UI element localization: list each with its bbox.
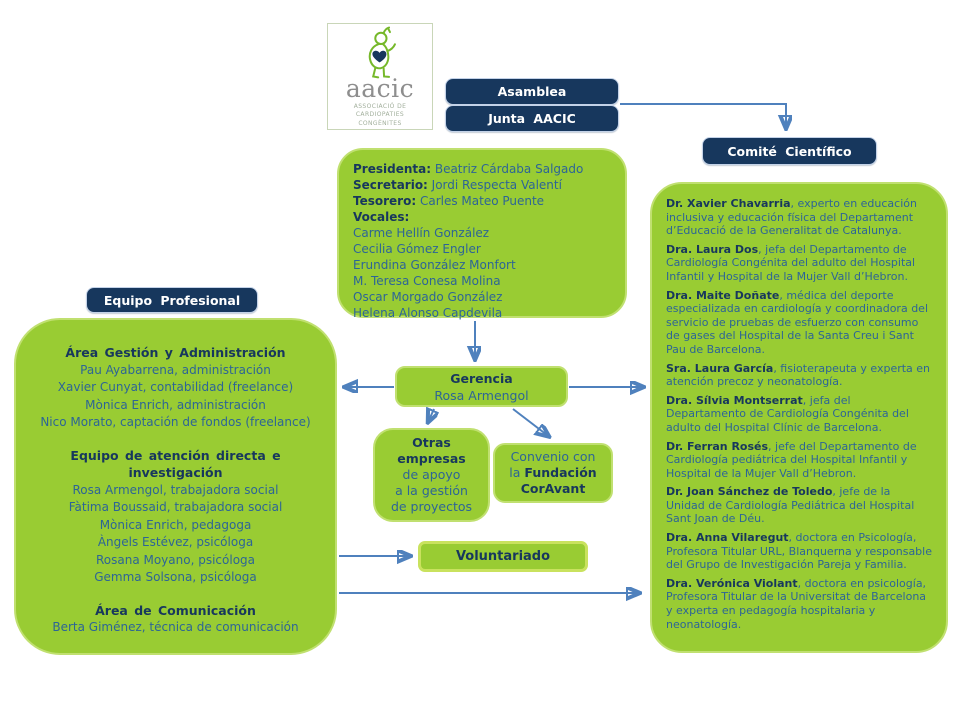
node-comite-cientifico-header: Comité Científico <box>702 137 877 165</box>
node-equipo-profesional-header: Equipo Profesional <box>86 287 258 313</box>
role-label: Tesorero: <box>353 194 417 208</box>
convenio-line: Convenio con <box>510 449 596 464</box>
person-line: Pau Ayabarrena, administración <box>80 362 271 377</box>
convenio-bold: Fundación <box>524 465 597 480</box>
member-desc: , jefa del Departamento de Cardiología C… <box>666 242 916 283</box>
member-name: Dra. Maite Doñate <box>666 288 780 302</box>
arrow-gerencia-to-convenio <box>512 408 547 435</box>
person-line: Fàtima Boussaid, trabajadora social <box>68 500 283 514</box>
arrow-gerencia-to-otras <box>429 409 434 420</box>
member-name: Dr. Ferran Rosés <box>666 439 769 453</box>
convenio-line: la Fundación <box>495 465 611 481</box>
junta-vocales-label: Vocales: <box>353 209 611 225</box>
person-line: Àngels Estévez, psicóloga <box>97 535 254 549</box>
node-asamblea: Asamblea <box>445 78 619 105</box>
logo-subtitle: ASSOCIACIÓ DE CARDIOPATIES CONGÈNITES <box>353 103 407 127</box>
member-paragraph: Dr. Xavier Chavarria, experto en educaci… <box>666 197 932 238</box>
member-desc: , doctora en psicología, Profesora Titul… <box>666 576 927 631</box>
role-label: Secretario: <box>353 178 428 192</box>
person-line: Gemma Solsona, psicóloga <box>94 570 257 584</box>
member-name: Dra. Sílvia Montserrat <box>666 393 803 407</box>
section-title: Área de Comunicación <box>95 602 256 618</box>
convenio-line: CorAvant <box>495 481 611 497</box>
gerencia-title: Gerencia <box>450 370 513 386</box>
member-name: Dra. Verónica Violant <box>666 576 798 590</box>
member-name: Dr. Joan Sánchez de Toledo <box>666 485 833 499</box>
junta-role-line: Presidenta: Beatriz Cárdaba Salgado <box>353 161 611 177</box>
aacic-logo: aacic ASSOCIACIÓ DE CARDIOPATIES CONGÈNI… <box>327 23 433 130</box>
otras-empresas-box: Otras empresas de apoyo a la gestión de … <box>373 428 490 522</box>
member-paragraph: Dra. Laura Dos, jefa del Departamento de… <box>666 243 932 284</box>
junta-vocal: M. Teresa Conesa Molina <box>353 274 501 288</box>
otras-line: a la gestión <box>395 483 468 498</box>
member-name: Sra. Laura García <box>666 361 774 375</box>
person-line: Berta Giménez, técnica de comunicación <box>52 620 299 634</box>
node-asamblea-label: Asamblea <box>497 84 567 99</box>
junta-vocal: Cecilia Gómez Engler <box>353 242 481 256</box>
equipo-profesional-box: Área Gestión y Administración Pau Ayabar… <box>14 318 337 655</box>
otras-line: de proyectos <box>390 499 473 514</box>
role-name: Jordi Respecta Valentí <box>427 178 562 192</box>
role-label: Vocales: <box>353 210 410 224</box>
otras-line: Otras <box>412 435 451 450</box>
aacic-figure-icon <box>368 26 396 79</box>
junta-role-line: Secretario: Jordi Respecta Valentí <box>353 177 611 193</box>
convenio-bold: CorAvant <box>520 481 586 496</box>
section-title: Área Gestión y Administración <box>65 345 286 360</box>
junta-vocal: Carme Hellín González <box>353 226 490 240</box>
person-line: Rosana Moyano, psicóloga <box>95 552 256 567</box>
junta-members-box: Presidenta: Beatriz Cárdaba Salgado Secr… <box>337 148 627 320</box>
convenio-text: la <box>509 465 525 480</box>
member-name: Dr. Xavier Chavarria <box>666 197 791 210</box>
node-equipo-label: Equipo Profesional <box>103 292 241 308</box>
convenio-coravant-box: Convenio con la Fundación CorAvant <box>493 443 613 503</box>
member-desc: , fisioterapeuta y experta en atención p… <box>666 361 931 389</box>
member-paragraph: Dr. Joan Sánchez de Toledo, jefe de la U… <box>666 485 932 526</box>
comite-cientifico-box: Dr. Xavier Chavarria, experto en educaci… <box>650 182 948 653</box>
member-desc: , experto en educación inclusiva y educa… <box>666 197 917 238</box>
member-paragraph: Dra. Verónica Violant, doctora en psicol… <box>666 577 932 631</box>
voluntariado-label: Voluntariado <box>455 549 551 564</box>
otras-line: de apoyo <box>402 467 461 482</box>
node-junta-aacic: Junta AACIC <box>445 105 619 132</box>
junta-role-line: Tesorero: Carles Mateo Puente <box>353 193 611 209</box>
member-paragraph: Sra. Laura García, fisioterapeuta y expe… <box>666 362 932 389</box>
section-title: Equipo de atención directa e investigaci… <box>70 447 281 481</box>
person-line: Mònica Enrich, pedagoga <box>99 517 252 532</box>
logo-wordmark: aacic <box>345 74 415 103</box>
arrow-junta-to-comite <box>620 103 786 126</box>
role-label: Presidenta: <box>353 162 432 176</box>
voluntariado-box: Voluntariado <box>418 541 588 572</box>
member-paragraph: Dra. Sílvia Montserrat, jefa del Departa… <box>666 394 932 435</box>
member-name: Dra. Laura Dos <box>666 242 759 256</box>
junta-vocal: Oscar Morgado González <box>353 290 503 304</box>
member-desc: , doctora en Psicología, Profesora Titul… <box>666 531 932 572</box>
role-name: Carles Mateo Puente <box>416 194 545 208</box>
otras-line: empresas <box>397 451 466 466</box>
junta-vocal: Helena Alonso Capdevila <box>353 306 503 320</box>
member-desc: , jefe de la Unidad de Cardiología Pediá… <box>666 485 915 526</box>
role-name: Beatriz Cárdaba Salgado <box>431 162 584 176</box>
person-line: Rosa Armengol, trabajadora social <box>72 482 279 497</box>
member-paragraph: Dra. Anna Vilaregut, doctora en Psicolog… <box>666 531 932 572</box>
member-desc: , jefe del Departamento de Cardiología p… <box>666 439 917 480</box>
person-line: Mònica Enrich, administración <box>85 397 266 412</box>
person-line: Nico Morato, captación de fondos (freela… <box>40 415 311 429</box>
node-junta-aacic-label: Junta AACIC <box>488 111 576 126</box>
member-name: Dra. Anna Vilaregut <box>666 531 789 545</box>
gerencia-box: Gerencia Rosa Armengol <box>395 366 568 407</box>
junta-vocal: Erundina González Monfort <box>353 258 516 272</box>
gerencia-person: Rosa Armengol <box>434 387 529 403</box>
node-comite-label: Comité Científico <box>727 143 852 159</box>
member-paragraph: Dra. Maite Doñate, médica del deporte es… <box>666 289 932 357</box>
person-line: Xavier Cunyat, contabilidad (freelance) <box>57 380 294 394</box>
member-desc: , jefa del Departamento de Cardiología C… <box>666 393 909 434</box>
member-desc: , médica del deporte especializada en ca… <box>666 288 928 356</box>
member-paragraph: Dr. Ferran Rosés, jefe del Departamento … <box>666 440 932 481</box>
